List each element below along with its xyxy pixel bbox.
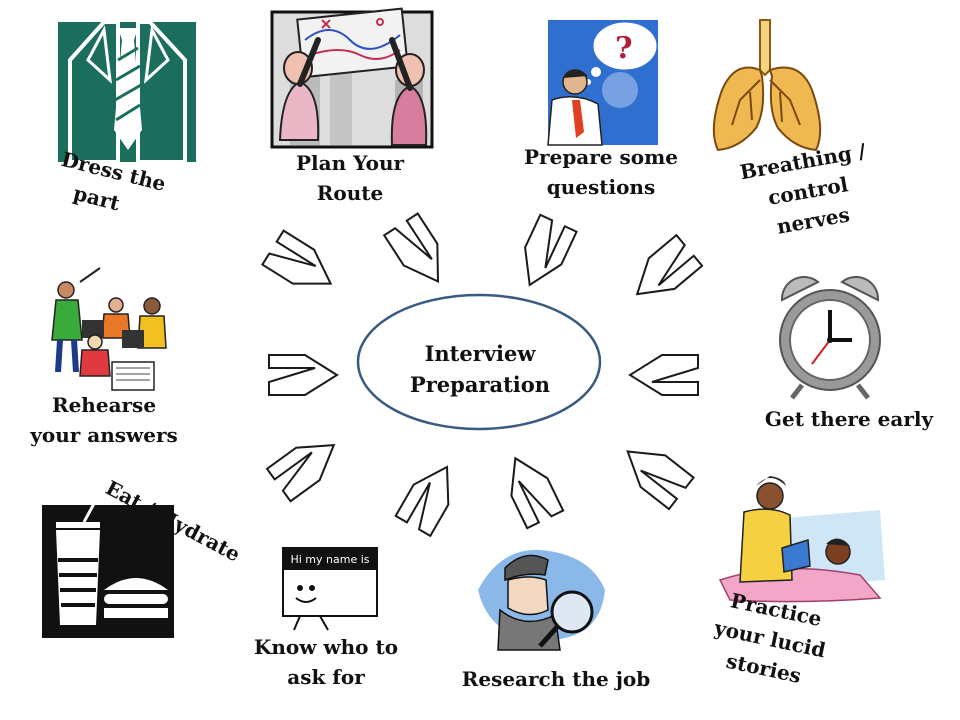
name-tag-icon: Hi my name is	[282, 547, 378, 631]
label-research: Research the job	[440, 664, 672, 694]
label-questions-line1: Prepare some	[524, 145, 678, 169]
center-title-line2: Preparation	[409, 372, 551, 397]
label-route: Plan Your Route	[270, 148, 430, 208]
magnifier-detective-icon	[478, 549, 605, 651]
svg-text:?: ?	[615, 31, 633, 66]
suit-icon	[58, 20, 196, 164]
arrow-from-early	[629, 354, 699, 396]
alarm-clock-icon	[779, 275, 881, 400]
label-route-line2: Route	[316, 181, 384, 205]
food-drink-icon	[42, 499, 174, 638]
label-questions-line2: questions	[546, 175, 656, 199]
label-ask: Know who to ask for	[226, 632, 426, 692]
arrow-from-questions	[510, 213, 578, 295]
arrow-from-breathing	[623, 234, 704, 311]
center-title: Interview Preparation	[360, 338, 600, 400]
arrow-from-ask	[394, 455, 466, 537]
name-tag-text: Hi my name is	[290, 553, 369, 566]
label-route-line1: Plan Your	[295, 151, 405, 175]
arrow-from-research	[496, 448, 565, 530]
rehearsal-group-icon	[51, 267, 167, 391]
map-reading-icon	[270, 7, 434, 149]
arrow-from-eat	[266, 427, 347, 503]
label-questions: Prepare some questions	[506, 142, 696, 202]
label-rehearse-line1: Rehearse	[51, 393, 157, 417]
arrow-from-stories	[614, 434, 695, 511]
lungs-icon	[712, 19, 822, 152]
arrow-from-dress	[261, 229, 343, 302]
arrow-from-rehearse	[268, 354, 338, 396]
label-ask-line1: Know who to	[253, 635, 399, 659]
label-rehearse-line2: your answers	[30, 423, 178, 447]
center-title-line1: Interview	[424, 341, 536, 366]
label-ask-line2: ask for	[287, 665, 365, 689]
storytelling-icon	[718, 476, 885, 603]
label-early: Get there early	[744, 404, 954, 434]
arrow-from-route	[383, 212, 456, 294]
center-ellipse	[356, 293, 602, 431]
label-research-line1: Research the job	[461, 667, 651, 691]
label-rehearse: Rehearse your answers	[6, 390, 202, 450]
label-early-line1: Get there early	[764, 407, 934, 431]
question-thinker-icon: ?	[547, 20, 658, 146]
